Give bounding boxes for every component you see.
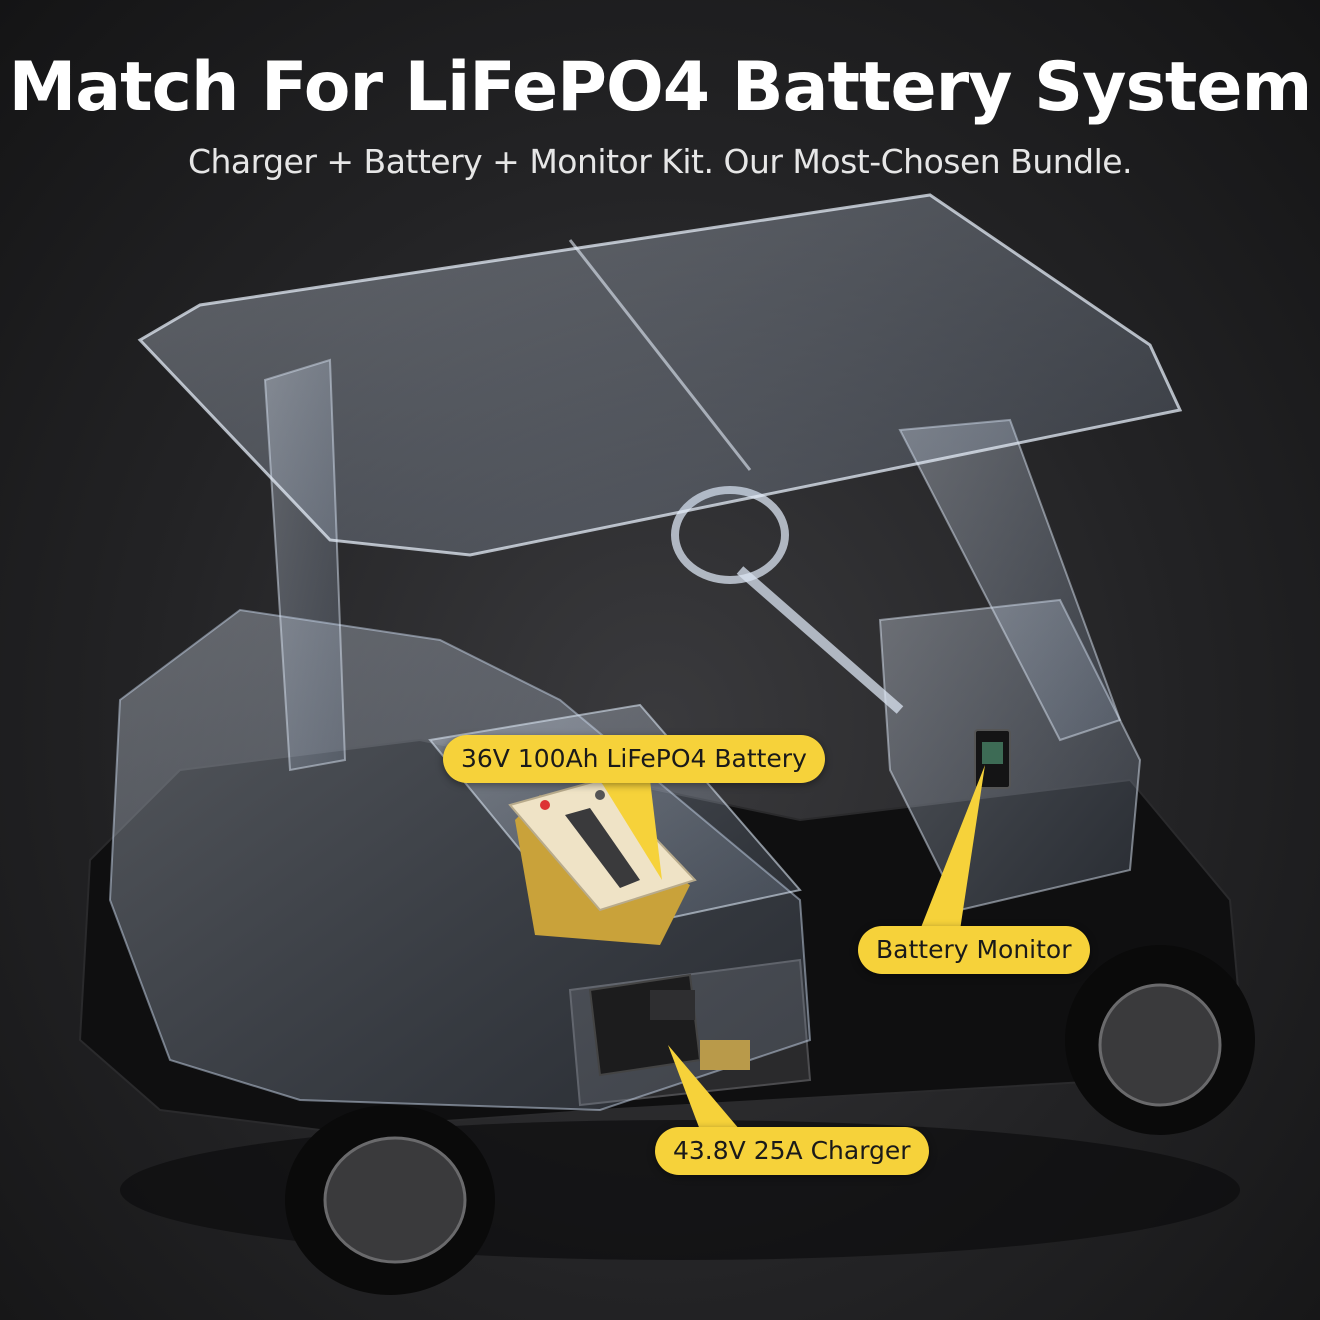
monitor-callout-pointer: [920, 765, 985, 930]
charger-callout: 43.8V 25A Charger: [655, 1127, 929, 1175]
roof-seam: [568, 239, 752, 471]
charger-callout-pointer: [668, 1045, 740, 1130]
battery-monitor-image: [974, 729, 1011, 789]
cart-roof: [137, 193, 1183, 557]
battery-image: [508, 778, 697, 945]
steering-wheel: [671, 486, 904, 714]
page-title: Match For LiFePO4 Battery System: [8, 48, 1313, 127]
front-wheel: [1065, 945, 1255, 1135]
page-subtitle: Charger + Battery + Monitor Kit. Our Mos…: [187, 142, 1133, 181]
battery-callout: 36V 100Ah LiFePO4 Battery: [443, 735, 825, 783]
battery-callout-pointer: [600, 780, 662, 880]
monitor-callout: Battery Monitor: [858, 926, 1090, 974]
rear-wheel: [285, 1105, 495, 1295]
charger-image: [588, 973, 750, 1077]
